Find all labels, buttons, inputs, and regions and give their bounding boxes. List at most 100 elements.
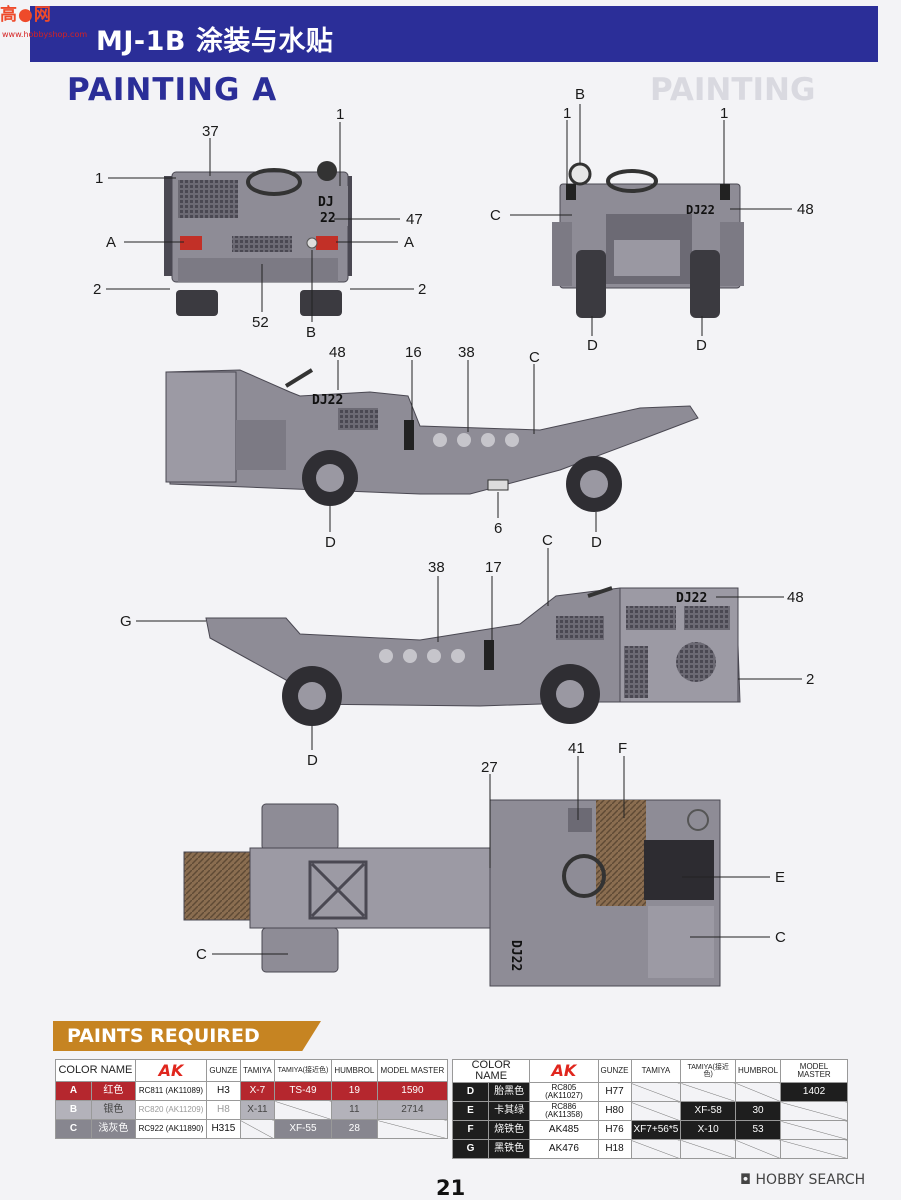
paint-tamiya xyxy=(630,1101,682,1121)
paint-gunze: H80 xyxy=(597,1101,632,1121)
paints-required-banner: PAINTS REQUIRED xyxy=(53,1021,321,1051)
page-header-title: MJ-1B 涂装与水贴 xyxy=(96,26,334,57)
paint-gunze: H18 xyxy=(597,1139,632,1159)
callout-top-f: F xyxy=(618,740,627,757)
paint-name: 红色 xyxy=(91,1081,136,1101)
col-tamiya: TAMIYA xyxy=(630,1059,682,1083)
callout-left-d-2: D xyxy=(591,534,602,551)
paint-model-master: 2714 xyxy=(376,1100,449,1120)
paint-tamiya xyxy=(239,1119,276,1139)
callout-rear-2-left: 2 xyxy=(93,281,101,298)
paint-ak: RC820 (AK11209) xyxy=(134,1100,208,1120)
callout-left-6: 6 xyxy=(494,520,502,537)
callout-rear-a-right: A xyxy=(404,234,414,251)
col-humbrol: HUMBROL xyxy=(330,1059,378,1082)
top-decal-dj22: DJ22 xyxy=(508,940,523,971)
paint-tamiya-near: XF-58 xyxy=(680,1101,737,1121)
paint-name: 银色 xyxy=(91,1100,136,1120)
callout-rear-1-right: 1 xyxy=(336,106,344,123)
paint-model-master xyxy=(780,1139,848,1159)
paint-row-b: B 银色 RC820 (AK11209) H8 X-11 11 2714 xyxy=(55,1100,449,1120)
col-color-name: COLOR NAME xyxy=(451,1059,531,1083)
paint-humbrol: 53 xyxy=(735,1120,782,1140)
callout-front-48: 48 xyxy=(797,201,814,218)
paint-ak: RC922 (AK11890) xyxy=(134,1119,208,1139)
callout-right-17: 17 xyxy=(485,559,502,576)
paint-gunze: H3 xyxy=(206,1081,241,1101)
paint-code: D xyxy=(452,1082,489,1102)
callout-left-38: 38 xyxy=(458,344,475,361)
callout-right-d: D xyxy=(307,752,318,769)
paint-name: 胎黑色 xyxy=(487,1082,531,1102)
paint-gunze: H8 xyxy=(206,1100,241,1120)
left-side-diagram: DJ22 48 16 38 C 6 D D xyxy=(165,344,699,551)
paint-humbrol: 30 xyxy=(735,1101,782,1121)
callout-left-16: 16 xyxy=(405,344,422,361)
callout-left-c: C xyxy=(529,349,540,366)
callout-front-d-left: D xyxy=(587,337,598,354)
paint-tamiya: XF7+56*5 xyxy=(630,1120,682,1140)
left-decal-dj22: DJ22 xyxy=(312,393,343,408)
paint-row-c: C 浅灰色 RC922 (AK11890) H315 XF-55 28 xyxy=(55,1119,449,1139)
paint-ak: RC886 (AK11358) xyxy=(529,1101,599,1121)
callout-right-38: 38 xyxy=(428,559,445,576)
paint-tamiya-near: X-10 xyxy=(680,1120,737,1140)
col-ak-logo: AK xyxy=(529,1059,599,1083)
callout-right-2: 2 xyxy=(806,671,814,688)
callout-right-48: 48 xyxy=(787,589,804,606)
paint-model-master: 1590 xyxy=(376,1081,449,1101)
paint-name: 烧铁色 xyxy=(487,1120,531,1140)
paint-tamiya xyxy=(630,1139,682,1159)
callout-right-c: C xyxy=(542,532,553,549)
paint-humbrol xyxy=(735,1082,782,1102)
paint-name: 卡其绿 xyxy=(487,1101,531,1121)
paint-table-header: COLOR NAME AK GUNZE TAMIYA TAMIYA(接近色) H… xyxy=(451,1059,848,1083)
paint-row-a: A 红色 RC811 (AK11089) H3 X-7 TS-49 19 159… xyxy=(55,1081,449,1101)
paint-name: 黑铁色 xyxy=(487,1139,531,1159)
front-view-diagram: DJ22 B 1 1 C 48 D D xyxy=(490,86,814,354)
site-logo: 高●网 xyxy=(0,0,76,36)
callout-rear-a-left: A xyxy=(106,234,116,251)
paint-code: C xyxy=(55,1119,92,1139)
paint-ak: AK485 xyxy=(529,1120,599,1140)
page-number: 21 xyxy=(436,1176,466,1200)
col-tamiya: TAMIYA xyxy=(239,1059,276,1082)
callout-front-b: B xyxy=(575,86,585,103)
callout-top-e: E xyxy=(775,869,785,886)
paint-tamiya: X-11 xyxy=(239,1100,276,1120)
paint-gunze: H77 xyxy=(597,1082,632,1102)
paint-ak: RC811 (AK11089) xyxy=(134,1081,208,1101)
callout-front-d-right: D xyxy=(696,337,707,354)
paint-row-d: D 胎黑色 RC805 (AK11027) H77 1402 xyxy=(452,1082,848,1102)
paint-tamiya-near xyxy=(274,1100,332,1120)
top-view-diagram: DJ22 27 41 F E C C xyxy=(183,740,786,987)
vehicle-diagrams: DJ 22 37 1 1 A A 2 2 52 B 47 xyxy=(93,86,814,987)
callout-top-41: 41 xyxy=(568,740,585,757)
rear-decal-22: 22 xyxy=(320,211,336,226)
right-side-diagram: DJ22 C 38 17 G 48 2 D xyxy=(120,532,814,769)
callout-top-c-right: C xyxy=(775,929,786,946)
paint-code: E xyxy=(452,1101,489,1121)
callout-front-c: C xyxy=(490,207,501,224)
paint-table-right: COLOR NAME AK GUNZE TAMIYA TAMIYA(接近色) H… xyxy=(451,1059,848,1159)
paint-model-master xyxy=(780,1101,848,1121)
paint-name: 浅灰色 xyxy=(91,1119,136,1139)
col-tamiya-near: TAMIYA(接近色) xyxy=(274,1059,332,1082)
paint-row-e: E 卡其绿 RC886 (AK11358) H80 XF-58 30 xyxy=(452,1101,848,1121)
rear-view-diagram: DJ 22 37 1 1 A A 2 2 52 B 47 xyxy=(93,106,426,341)
front-decal-dj22: DJ22 xyxy=(686,203,715,217)
paint-humbrol: 11 xyxy=(330,1100,378,1120)
col-humbrol: HUMBROL xyxy=(735,1059,782,1083)
hobby-search-watermark: ◘ HOBBY SEARCH xyxy=(740,1172,866,1188)
paint-code: A xyxy=(55,1081,92,1101)
callout-rear-1-left: 1 xyxy=(95,170,103,187)
paint-tamiya-near xyxy=(680,1082,737,1102)
paint-gunze: H315 xyxy=(206,1119,241,1139)
painting-title: PAINTING A xyxy=(67,72,278,108)
paint-humbrol: 28 xyxy=(330,1119,378,1139)
paint-humbrol xyxy=(735,1139,782,1159)
paint-model-master: 1402 xyxy=(780,1082,848,1102)
callout-right-g: G xyxy=(120,613,132,630)
paint-code: G xyxy=(452,1139,489,1159)
paint-model-master xyxy=(376,1119,449,1139)
